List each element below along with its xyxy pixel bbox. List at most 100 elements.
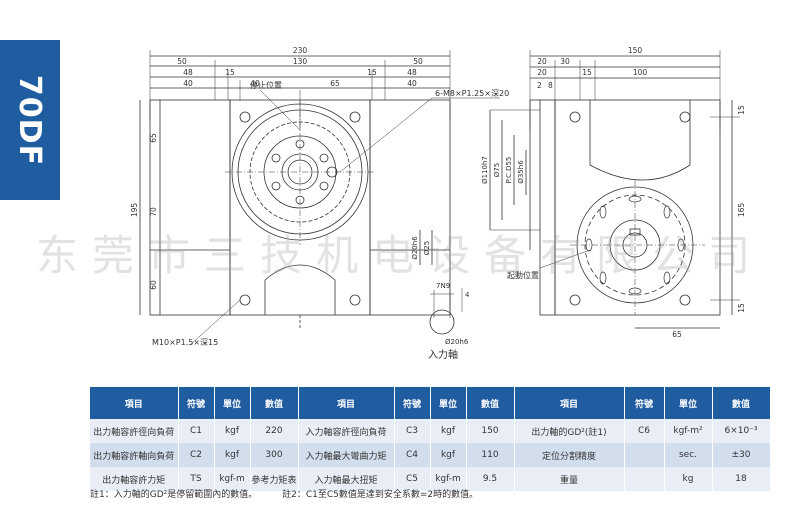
label-phi20: Ø20h6 [411,236,419,260]
table-cell: 定位分割精度 [514,443,625,467]
label-stop-position: 停止位置 [250,80,282,90]
table-cell: kgf [430,419,467,443]
table-cell: 重量 [514,467,625,491]
label-phi110: Ø110h7 [481,156,489,184]
dim-inner-65: 65 [330,79,340,88]
label-phi75: Ø75 [493,163,501,177]
table-cell: 入力軸容許徑向負荷 [298,419,395,443]
dim-15-right: 15 [367,68,377,77]
label-phi25: Ø25 [423,241,431,255]
table-cell [624,443,665,467]
table-cell: kgf [430,443,467,467]
dim-50-left: 50 [177,57,187,66]
side-housing [554,99,721,316]
table-cell: 參考力矩表 [250,467,299,491]
table-cell: 出力軸容許徑向負荷 [90,419,179,443]
dim-50-right: 50 [413,57,423,66]
table-cell: C3 [394,419,431,443]
table-cell: 9.5 [466,467,515,491]
header-value-1: 數值 [250,387,299,419]
table-cell: sec. [664,443,713,467]
dim-48-left: 48 [183,68,193,77]
header-unit-3: 單位 [664,387,713,419]
side-dim-2: 2 [537,81,542,90]
label-shaft-phi20: Ø20h6 [445,338,469,346]
note-1: 註1：入力軸的GD²是停留範圍內的數值。 [90,490,258,500]
table-cell: C5 [394,467,431,491]
label-tapped-holes: 6-M8×P1.25×深20 [435,89,509,98]
side-dim-20: 20 [537,57,547,66]
dim-40-left: 40 [183,79,193,88]
dim-h-65: 65 [149,133,158,143]
label-phi35: Ø35h6 [517,160,525,184]
header-item-2: 項目 [298,387,395,419]
table-row: 出力軸容許軸向負荷 C2 kgf 300 入力軸最大彎曲力矩 C4 kgf 11… [90,443,771,467]
table-cell: C4 [394,443,431,467]
table-cell: C1 [178,419,215,443]
dim-15-left: 15 [225,68,235,77]
dim-inner-40: 40 [250,79,260,88]
spec-header-row: 項目 符號 單位 數值 項目 符號 單位 數值 項目 符號 單位 數值 [90,387,771,419]
header-unit-2: 單位 [430,387,467,419]
label-bottom-tap: M10×P1.5×深15 [152,338,218,347]
side-dim-150: 150 [628,46,643,55]
dim-h-60: 60 [149,280,158,290]
dim-40-right: 40 [407,79,417,88]
side-dim-20b: 20 [537,68,547,77]
dim-h-70: 70 [149,207,158,217]
left-block [149,99,231,316]
table-cell: kgf-m² [664,419,713,443]
side-dim-65: 65 [672,330,682,339]
table-cell: 入力軸最大扭矩 [298,467,395,491]
header-item-1: 項目 [90,387,179,419]
table-cell: 入力軸最大彎曲力矩 [298,443,395,467]
header-symbol-3: 符號 [624,387,665,419]
table-cell: 300 [250,443,299,467]
table-cell: ±30 [712,443,771,467]
header-symbol-2: 符號 [394,387,431,419]
side-dim-v165: 165 [737,203,746,218]
header-value-2: 數值 [466,387,515,419]
table-cell: 出力軸容許力矩 [90,467,179,491]
table-cell: 150 [466,419,515,443]
dim-230: 230 [293,46,308,55]
input-shaft-end [429,309,455,335]
table-row: 出力軸容許力矩 TS kgf-m 參考力矩表 入力軸最大扭矩 C5 kgf-m … [90,467,771,491]
note-2: 註2：C1至C5數值是達到安全系數=2時的數值。 [282,490,479,500]
label-key7: 7N9 [436,282,450,290]
table-cell: kg [664,467,713,491]
label-start-position: 起動位置 [507,270,539,280]
label-key4: 4 [465,291,470,299]
header-unit-1: 單位 [214,387,251,419]
side-dim-v15: 15 [737,105,746,115]
table-cell: 110 [466,443,515,467]
table-cell: kgf-m [430,467,467,491]
dim-130: 130 [293,57,308,66]
side-dim-15: 15 [582,68,592,77]
header-item-3: 項目 [514,387,625,419]
table-cell: kgf-m [214,467,251,491]
table-cell: 220 [250,419,299,443]
table-cell: 6×10⁻³ [712,419,771,443]
table-cell: kgf [214,443,251,467]
table-cell: 18 [712,467,771,491]
side-dim-100: 100 [633,68,648,77]
technical-drawing: 230 50 130 50 48 48 40 40 15 15 40 65 65… [130,46,746,361]
header-value-3: 數值 [712,387,771,419]
spec-table: 項目 符號 單位 數值 項目 符號 單位 數值 項目 符號 單位 數值 出力軸容… [90,387,771,491]
label-input-shaft: 入力軸 [428,348,458,361]
table-row: 出力軸容許徑向負荷 C1 kgf 220 入力軸容許徑向負荷 C3 kgf 15… [90,419,771,443]
table-cell: 出力軸的GD²(註1) [514,419,625,443]
table-cell: TS [178,467,215,491]
side-dim-30: 30 [560,57,570,66]
header-symbol-1: 符號 [178,387,215,419]
dim-h-195: 195 [130,203,139,218]
table-cell: 出力軸容許軸向負荷 [90,443,179,467]
table-cell: C2 [178,443,215,467]
side-dim-v15b: 15 [737,303,746,313]
footnotes: 註1：入力軸的GD²是停留範圍內的數值。 註2：C1至C5數值是達到安全系數=2… [90,487,500,500]
table-cell [624,467,665,491]
side-dim-8: 8 [548,81,553,90]
table-cell: C6 [624,419,665,443]
table-cell: kgf [214,419,251,443]
